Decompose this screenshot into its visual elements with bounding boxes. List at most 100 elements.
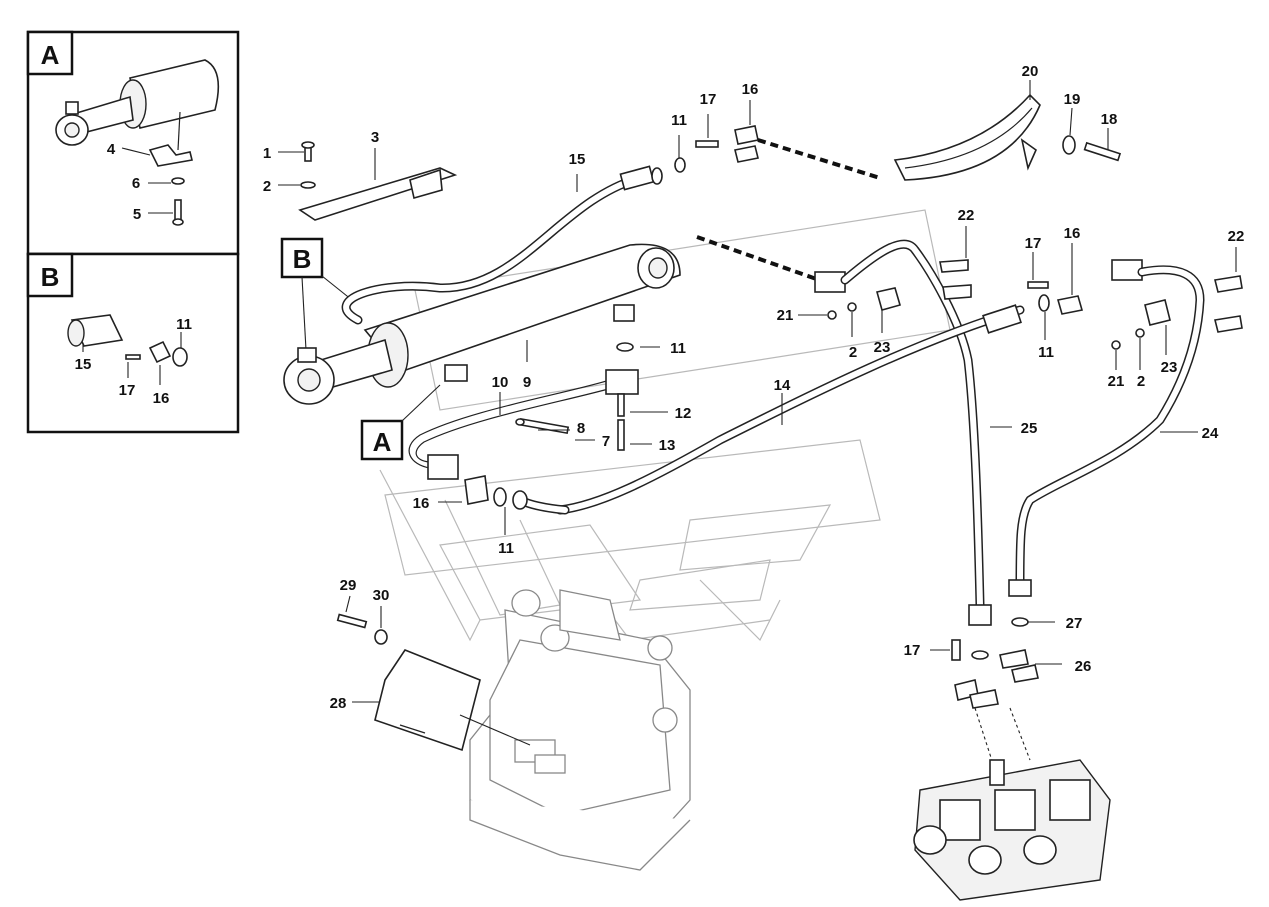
part-label-16-lower: 16 [413,495,430,512]
part-label-15-detail: 15 [75,356,92,373]
dashed-connection-lower [696,235,826,284]
lower-port-block [444,364,468,382]
part-label-6: 6 [132,175,140,192]
valve-solenoid-3 [1049,779,1091,821]
flange-25-top [814,271,846,293]
part-label-22-right: 22 [1228,228,1245,245]
o-ring-27 [1011,617,1029,627]
callout-b: B [280,237,353,351]
part-label-23-right: 23 [1161,359,1178,376]
part-label-17-upper: 17 [700,91,717,108]
valve-solenoid-2 [994,789,1036,831]
flange-10-lower [427,454,459,480]
hose-14-and-tube-10: 11 12 13 10 8 7 14 16 11 [408,304,1025,557]
detail-box-b-tag-frame [26,252,74,298]
washer-2 [300,181,316,189]
block-23-right [1144,299,1171,326]
bolt-7 [518,417,570,435]
bolt-17-lower [951,639,961,661]
detail-box-a: A 4 6 5 [26,30,240,256]
part-label-30: 30 [373,587,390,604]
clamp-16-upper [734,125,759,145]
part-label-13: 13 [659,437,676,454]
detail-box-a-tag-frame [26,30,74,76]
bolt-17-right [1027,281,1049,289]
part-label-21-left: 21 [777,307,794,324]
o-ring-11-lower [493,487,507,507]
part-label-3: 3 [371,129,379,146]
bolt-13 [617,419,625,451]
clip-22-a [939,259,969,273]
upper-port-block [613,304,635,322]
part-label-14: 14 [774,377,791,394]
detail-box-b-tag: B [41,262,60,292]
bolt-18 [1083,141,1122,162]
tube-10 [408,379,611,469]
hose-guard-20: 20 19 18 [893,63,1122,181]
bolt-12 [617,393,625,417]
part-label-22-left: 22 [958,207,975,224]
part-label-21-right: 21 [1108,373,1125,390]
detail-box-b: B 11 15 17 16 [26,252,240,434]
part-label-23-left: 23 [874,339,891,356]
part-label-24: 24 [1202,425,1219,442]
part-label-10: 10 [492,374,509,391]
rod-grease-nipple [297,347,317,363]
clamp-26 [999,649,1029,669]
part-label-20: 20 [1022,63,1039,80]
part-label-16-right: 16 [1064,225,1081,242]
washer-8 [515,418,525,426]
cylinder-tube [363,243,681,373]
loader-frame [469,589,691,871]
hose-25-end-fitting [968,604,992,626]
clamp-16-right [1056,295,1084,315]
clip-22-b [1214,275,1243,293]
o-ring-11-detail [172,347,188,367]
bolt-21-right [1111,340,1121,350]
port-block-12 [605,369,639,395]
clamp-16-detail [148,340,172,364]
part-label-16-detail: 16 [153,390,170,407]
bolt-5-detail [174,199,182,221]
washer-2-left [847,302,857,312]
hose-15: 15 11 17 16 [341,81,881,325]
part-label-2-bracket: 2 [263,178,271,195]
callout-a-label: A [373,427,392,457]
hose-24: 22 21 2 23 11 17 16 24 [1008,225,1245,597]
detail-box-a-tag: A [41,40,60,70]
valve-connection-fittings: 17 27 26 [904,615,1091,771]
part-label-27: 27 [1066,615,1083,632]
part-label-19: 19 [1064,91,1081,108]
rod-eye-hole [64,122,80,138]
lift-cylinder-assembly: 1 2 3 9 [263,129,681,405]
grease-nipple [65,101,79,115]
bolt-29 [336,613,368,629]
washer-19 [1062,135,1076,155]
plate-assembly-28: 29 30 28 [330,577,531,752]
part-label-11-upper: 11 [671,112,687,129]
clamp-16-lower [464,475,489,505]
part-label-4: 4 [107,141,116,158]
part-label-2-right: 2 [1137,373,1145,390]
dashed-connection-upper [757,138,881,180]
part-label-8: 8 [577,420,585,437]
part-label-17-lower: 17 [904,642,921,659]
control-valve-block [913,759,1111,901]
hose-14-end-fitting [982,304,1022,334]
bolt-21-left [827,310,837,320]
callout-a: A [360,384,441,461]
cover-plate-28 [374,649,481,752]
hose-15-end-fitting [619,165,655,191]
o-ring-11-right [1038,294,1050,312]
o-ring-11-top [616,342,634,352]
part-label-11-top: 11 [670,340,686,357]
part-label-7: 7 [602,433,610,450]
part-label-29: 29 [340,577,357,594]
part-label-15-main: 15 [569,151,586,168]
part-label-5: 5 [133,206,141,223]
part-label-9: 9 [523,374,531,391]
part-label-17-right: 17 [1025,235,1042,252]
part-label-11-detail: 11 [176,316,192,333]
washer-6-detail [171,177,185,185]
